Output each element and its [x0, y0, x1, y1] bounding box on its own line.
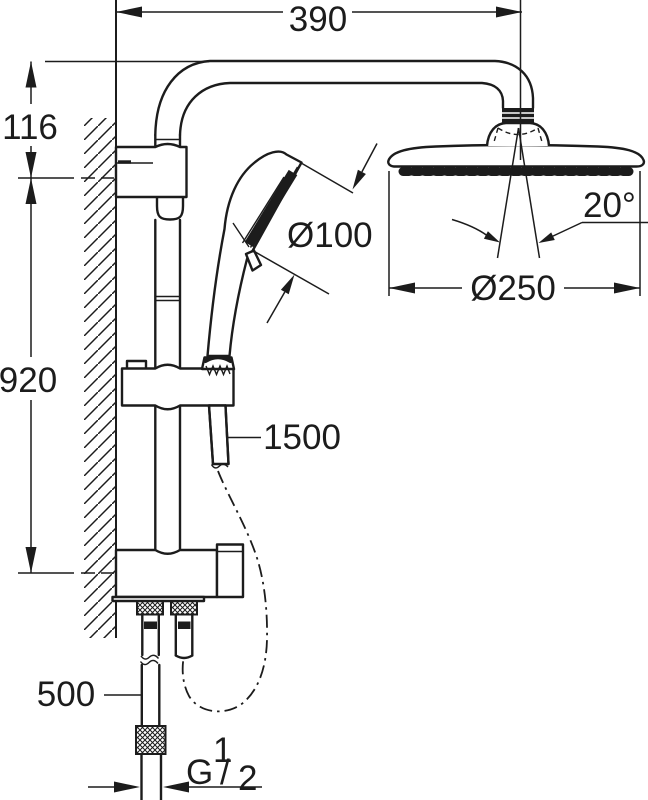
hose-1500-label: 1500	[263, 418, 341, 457]
dimension-offset-116: 116	[2, 60, 209, 179]
width-390-label: 390	[289, 0, 347, 39]
dimension-spray-angle: 20°	[451, 127, 648, 259]
head-dia-label: Ø250	[470, 269, 556, 308]
supply-hose-lower	[135, 659, 167, 800]
shower-rail	[154, 133, 182, 552]
supply-hose-upper	[140, 613, 160, 660]
dimension-rail-920: 920	[0, 178, 114, 574]
diverter-body	[114, 548, 219, 599]
head-shower	[387, 108, 646, 176]
handle-seal	[203, 355, 233, 363]
slider-holder	[120, 355, 236, 469]
dimension-width-390: 390	[116, 0, 522, 160]
thread-g-label: G	[186, 753, 213, 792]
diverter-assembly	[111, 543, 245, 800]
diverter-knob	[215, 543, 245, 599]
hand-shower	[206, 150, 303, 358]
ball-joint-collar	[502, 108, 534, 123]
wall-bracket	[114, 142, 188, 221]
shower-arm	[154, 59, 535, 137]
wall	[84, 0, 117, 638]
dimension-hose-500: 500	[37, 675, 142, 714]
rail-920-label: 920	[0, 361, 57, 400]
offset-116-label: 116	[2, 108, 58, 147]
dimension-head-dia-250: Ø250	[388, 171, 641, 308]
hose-break-symbol	[210, 463, 229, 469]
hand-hose-connection	[174, 613, 194, 660]
dimension-hose-1500: 1500	[227, 418, 341, 457]
hose-fitting-knurled	[135, 725, 167, 755]
thread-sub-label: 2	[238, 759, 257, 798]
hose-nut-right	[170, 600, 198, 616]
spray-mode-button	[244, 249, 263, 272]
hose-500-label: 500	[37, 675, 95, 714]
bracket-collar	[155, 194, 185, 221]
spray-cone-right-line	[517, 127, 541, 259]
spray-face	[244, 169, 298, 248]
shower-hose-loop	[181, 470, 268, 713]
thread-slash-label: /	[220, 753, 230, 792]
thread-sup-label: 1	[213, 731, 232, 770]
head-shower-disc	[387, 143, 646, 168]
dimension-thread-g12: G 1 / 2	[88, 731, 262, 798]
spray-angle-label: 20°	[583, 186, 636, 225]
spray-cone-left-line	[496, 127, 520, 259]
dimension-hand-dia-100: Ø100	[253, 143, 378, 324]
hose-nut-left	[136, 600, 164, 616]
hand-dia-label: Ø100	[287, 216, 373, 255]
wall-hatching	[84, 118, 116, 638]
